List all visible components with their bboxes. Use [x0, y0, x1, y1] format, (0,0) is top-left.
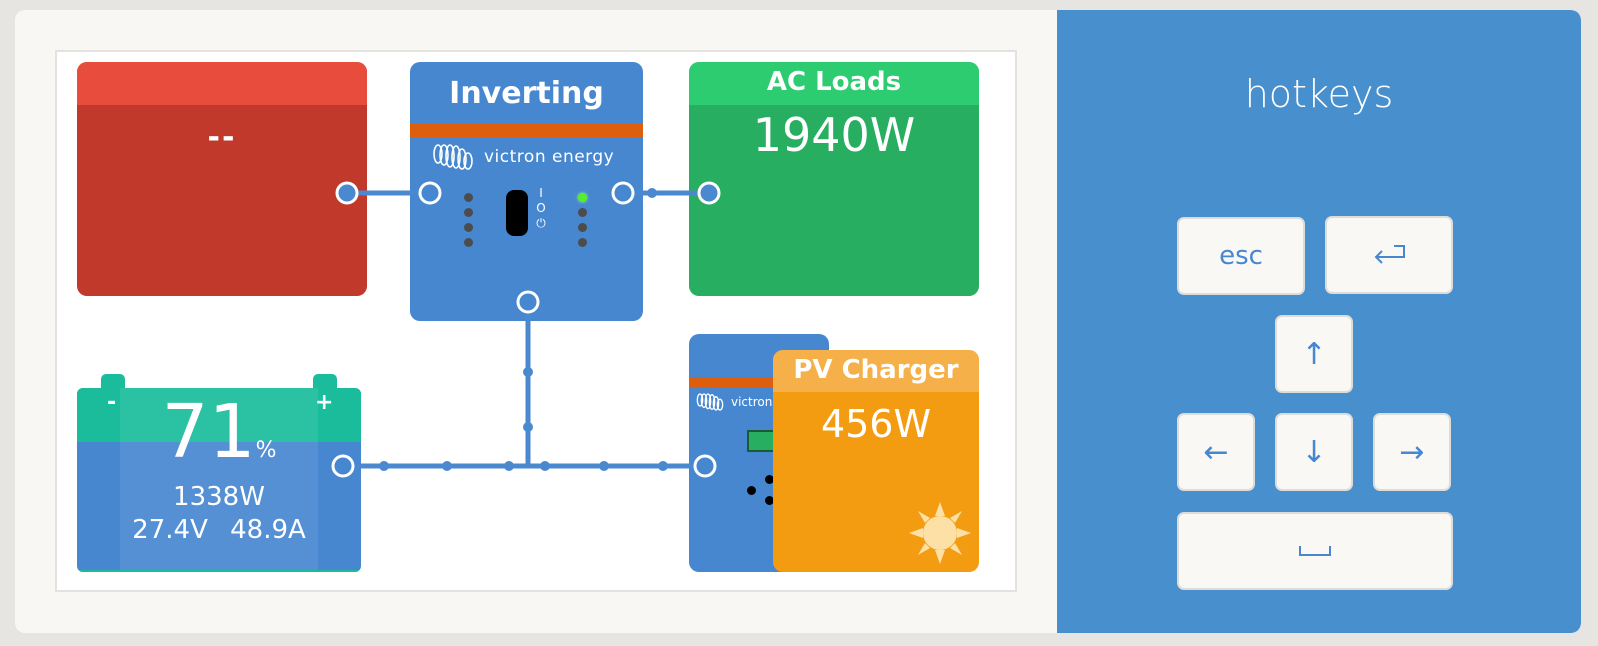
- space-icon: [1299, 546, 1331, 556]
- battery-current: 48.9A: [230, 515, 306, 545]
- mppt-button: [765, 475, 774, 484]
- victron-logo: victron: [693, 392, 772, 412]
- inverter-leds-left: [464, 193, 473, 247]
- battery-voltage: 27.4V: [132, 515, 208, 545]
- victron-coil-icon: [433, 144, 473, 170]
- led: [578, 238, 587, 247]
- ac-loads-box[interactable]: AC Loads 1940W: [689, 62, 979, 296]
- switch-labels: I O ⏻: [534, 186, 548, 231]
- space-key[interactable]: [1177, 512, 1453, 590]
- ac-input-box[interactable]: --: [77, 62, 367, 296]
- inverter-state: Inverting: [449, 76, 604, 111]
- enter-key[interactable]: [1325, 216, 1453, 294]
- battery-soc: 71%: [77, 392, 361, 472]
- victron-logo: victron energy: [428, 142, 614, 172]
- flow-dot: [647, 188, 657, 198]
- ac-loads-title: AC Loads: [689, 62, 979, 105]
- esc-key[interactable]: esc: [1177, 217, 1305, 295]
- right-arrow-key[interactable]: →: [1373, 413, 1451, 491]
- victron-band: [689, 377, 829, 388]
- battery-soc-unit: %: [255, 438, 277, 463]
- flow-dot: [658, 461, 668, 471]
- led-on: [578, 193, 587, 202]
- flow-dot: [442, 461, 452, 471]
- victron-coil-icon: [696, 393, 724, 411]
- flow-dot: [540, 461, 550, 471]
- switch-off-label: O: [536, 201, 546, 215]
- flow-dot: [599, 461, 609, 471]
- up-arrow-key[interactable]: ↑: [1275, 315, 1353, 393]
- led: [578, 223, 587, 232]
- led: [578, 208, 587, 217]
- right-arrow-icon: →: [1399, 434, 1425, 470]
- ac-input-header: [77, 62, 367, 105]
- led: [464, 223, 473, 232]
- left-arrow-key[interactable]: ←: [1177, 413, 1255, 491]
- brand-label: victron: [731, 395, 773, 409]
- left-arrow-icon: ←: [1203, 434, 1229, 470]
- down-arrow-icon: ↓: [1301, 434, 1327, 470]
- flow-dot: [504, 461, 514, 471]
- outer-card: -- Inverting victron energy: [15, 10, 1581, 633]
- minus-sign: -: [107, 390, 117, 415]
- battery-charge-level: [77, 388, 361, 442]
- battery-box[interactable]: - + 71% 1338W 27.4V 48.9A: [77, 388, 361, 572]
- system-overview-diagram: -- Inverting victron energy: [55, 50, 1017, 592]
- led: [464, 193, 473, 202]
- switch-on-label: I: [539, 186, 543, 200]
- led: [464, 208, 473, 217]
- mppt-button: [747, 486, 756, 495]
- battery-base: [77, 570, 361, 572]
- mppt-button: [765, 496, 774, 505]
- inverter-box[interactable]: Inverting victron energy: [410, 62, 643, 321]
- battery-power: 1338W: [173, 482, 265, 512]
- hotkeys-title: hotkeys: [1244, 72, 1394, 116]
- esc-key-label: esc: [1219, 241, 1263, 271]
- sun-icon: [909, 502, 971, 564]
- hotkeys-panel: hotkeys esc ↑ ← ↓ →: [1057, 10, 1581, 633]
- up-arrow-icon: ↑: [1301, 336, 1327, 372]
- enter-icon: [1374, 245, 1405, 264]
- flow-dot: [523, 367, 533, 377]
- power-icon: ⏻: [536, 216, 546, 230]
- ac-input-value: --: [207, 120, 237, 155]
- plus-sign: +: [315, 390, 334, 415]
- ac-loads-value: 1940W: [752, 108, 916, 162]
- victron-band: [410, 124, 643, 137]
- battery-highlight: [120, 388, 318, 572]
- pv-charger-title: PV Charger: [773, 350, 979, 392]
- brand-label: victron energy: [484, 147, 615, 167]
- flow-dot: [523, 422, 533, 432]
- down-arrow-key[interactable]: ↓: [1275, 413, 1353, 491]
- pv-charger-box[interactable]: PV Charger 456W: [773, 350, 979, 572]
- flow-dot: [379, 461, 389, 471]
- battery-voltage-current: 27.4V 48.9A: [77, 515, 361, 545]
- inverter-leds-right: [578, 193, 587, 247]
- inverter-power-switch[interactable]: [506, 190, 528, 236]
- led: [464, 238, 473, 247]
- battery-terminal-positive: [313, 374, 337, 388]
- battery-terminal-negative: [101, 374, 125, 388]
- pv-charger-value: 456W: [820, 402, 932, 446]
- battery-soc-value: 71: [161, 389, 256, 475]
